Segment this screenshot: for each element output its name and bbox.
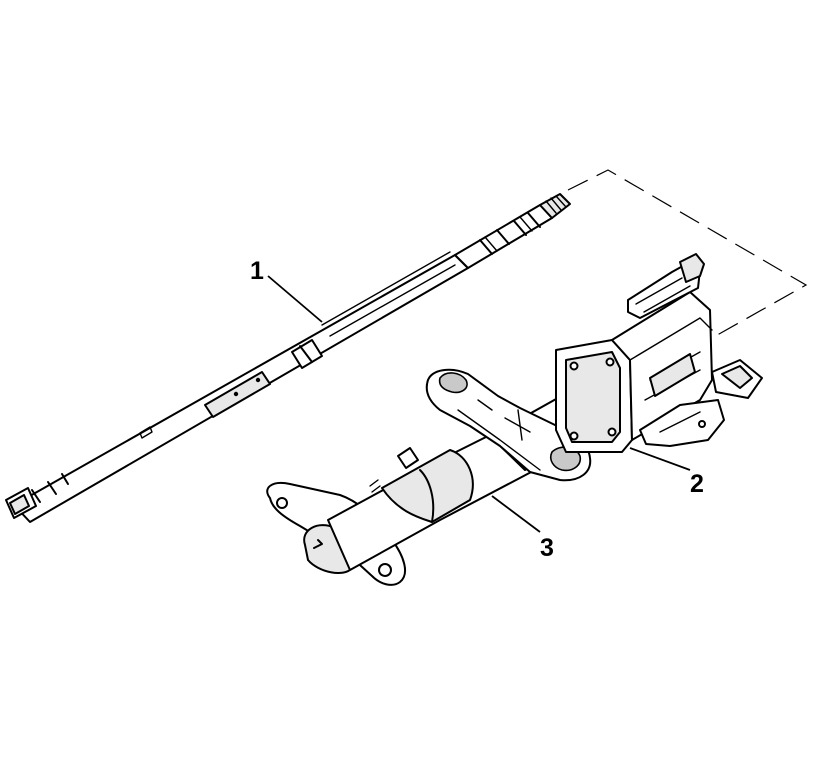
callout-3: 3	[540, 534, 554, 562]
callout-1: 1	[250, 257, 264, 285]
steering-shaft	[5, 193, 571, 523]
leader-1	[267, 275, 323, 323]
alignment-dashed-line	[567, 169, 808, 339]
upper-mounting-housing	[555, 253, 763, 453]
callout-2: 2	[690, 470, 704, 498]
leader-lines	[267, 275, 691, 533]
leader-2	[629, 447, 691, 471]
leader-3	[491, 495, 541, 533]
